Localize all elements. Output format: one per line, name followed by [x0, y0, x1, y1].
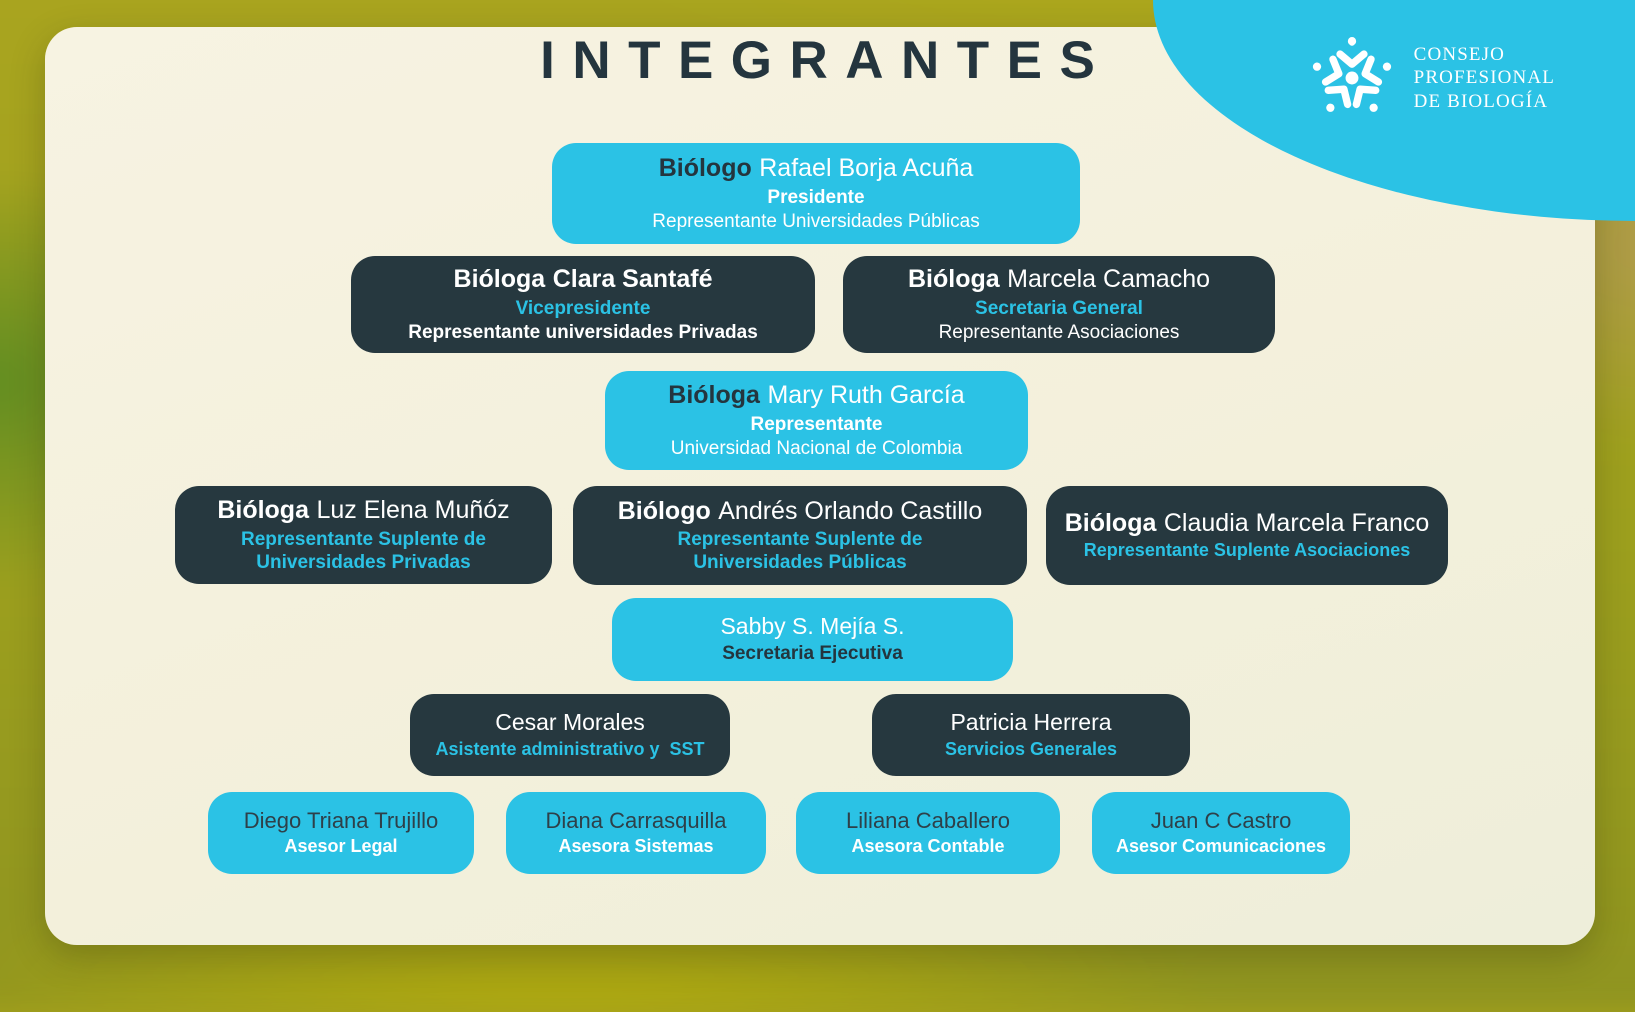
member-role: Secretaria General [975, 297, 1143, 319]
member-role: Asesor Comunicaciones [1115, 836, 1327, 856]
member-title-prefix: Bióloga [217, 496, 309, 525]
member-role: Representante Suplente de Universidades … [241, 528, 486, 573]
member-title-prefix: Bióloga [1064, 508, 1157, 537]
member-role: Asistente administrativo y SST [435, 738, 705, 759]
member-name-text: Claudia Marcela Franco [1163, 508, 1430, 537]
org-logo: CONSEJO PROFESIONAL DE BIOLOGÍA [1306, 32, 1555, 124]
card-servicios-generales: Patricia Herrera Servicios Generales [872, 694, 1190, 776]
card-secretaria-ejecutiva: Sabby S. Mejía S. Secretaria Ejecutiva [612, 598, 1013, 681]
member-name-text: Luz Elena Muñóz [316, 496, 510, 525]
card-asistente-administrativo: Cesar Morales Asistente administrativo y… [410, 694, 730, 776]
member-title-prefix: Bióloga [453, 265, 546, 294]
member-title-prefix: Bióloga [668, 381, 760, 410]
member-title-prefix: Biólogo [617, 496, 711, 525]
org-name-line3: DE BIOLOGÍA [1413, 90, 1549, 112]
member-detail: Universidad Nacional de Colombia [670, 437, 963, 459]
member-role: Vicepresidente [515, 297, 651, 319]
star-flower-icon [1312, 37, 1391, 112]
member-name: Diana Carrasquilla [545, 808, 727, 834]
member-role: Servicios Generales [944, 738, 1118, 759]
member-title-prefix: Biólogo [658, 154, 752, 183]
member-detail: Representante universidades Privadas [408, 321, 758, 343]
member-detail: Representante Asociaciones [938, 321, 1180, 343]
member-role: Presidente [767, 186, 865, 208]
member-name-text: Clara Santafé [552, 265, 713, 294]
member-detail: Representante Universidades Públicas [652, 210, 980, 232]
member-name-text: Andrés Orlando Castillo [718, 496, 983, 525]
member-name: Diego Triana Trujillo [243, 808, 439, 834]
org-name: CONSEJO PROFESIONAL DE BIOLOGÍA [1414, 43, 1555, 113]
member-name-text: Mary Ruth García [767, 381, 965, 410]
member-role: Asesora Contable [851, 836, 1005, 856]
card-asesor-comunicaciones: Juan C Castro Asesor Comunicaciones [1092, 792, 1350, 874]
member-name-text: Marcela Camacho [1007, 265, 1211, 294]
org-name-line1: CONSEJO [1413, 44, 1506, 66]
member-name-text: Rafael Borja Acuña [759, 154, 974, 183]
member-name: Patricia Herrera [950, 709, 1112, 736]
member-name: Juan C Castro [1150, 808, 1292, 834]
member-name: Sabby S. Mejía S. [720, 613, 905, 640]
member-role: Asesora Sistemas [558, 836, 714, 856]
member-role: Secretaria Ejecutiva [722, 643, 903, 665]
member-name: Cesar Morales [495, 709, 645, 736]
card-asesor-legal: Diego Triana Trujillo Asesor Legal [208, 792, 474, 874]
card-asesora-contable: Liliana Caballero Asesora Contable [796, 792, 1060, 874]
card-asesora-sistemas: Diana Carrasquilla Asesora Sistemas [506, 792, 766, 874]
member-name: Liliana Caballero [846, 808, 1010, 834]
member-role: Asesor Legal [284, 836, 398, 856]
member-role: Representante [750, 413, 883, 435]
member-title-prefix: Bióloga [907, 265, 1000, 294]
org-name-line2: PROFESIONAL [1413, 67, 1555, 89]
member-role: Representante Suplente de Universidades … [677, 529, 923, 574]
member-role: Representante Suplente Asociaciones [1083, 540, 1411, 561]
page-title: INTEGRANTES [540, 31, 1113, 90]
